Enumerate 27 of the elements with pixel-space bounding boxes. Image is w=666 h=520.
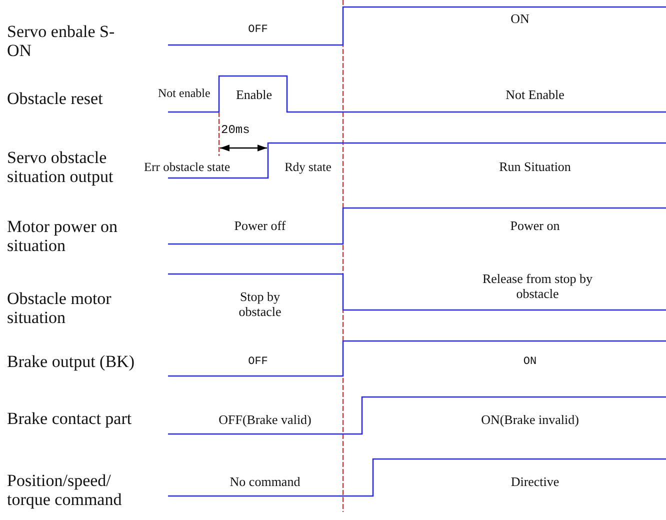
signal-name: Brake contact part [7,409,132,428]
signal-name: Obstacle reset [7,89,103,108]
signal-name: Obstacle motor situation [7,289,112,328]
state-label: ON [510,12,530,27]
state-label: ON(Brake invalid) [481,413,579,428]
state-label: Not enable [158,87,210,100]
state-label: Run Situation [499,160,571,175]
state-label: ON [523,356,537,368]
dimension-label: 20ms [221,124,250,138]
state-label: OFF [248,356,268,368]
state-label: Err obstacle state [144,160,230,174]
state-label: Release from stop by obstacle [481,272,594,302]
state-label: Enable [236,88,272,103]
signal-name: Position/speed/ torque command [7,471,123,510]
signal-name: Motor power on situation [7,217,118,256]
signal-name: Servo obstacle situation output [7,148,114,186]
state-label: Power on [510,219,560,234]
signal-name: Brake output (BK) [7,352,134,372]
state-label: Directive [510,475,560,490]
state-label: OFF [248,24,268,36]
state-label: Rdy state [284,160,332,174]
signal-name: Servo enbale S-ON [7,22,116,60]
state-label: Stop by obstacle [238,290,282,320]
state-label: Power off [234,219,286,234]
state-label: OFF(Brake valid) [218,413,312,428]
state-label: Not Enable [506,88,564,103]
state-label: No command [230,475,300,490]
